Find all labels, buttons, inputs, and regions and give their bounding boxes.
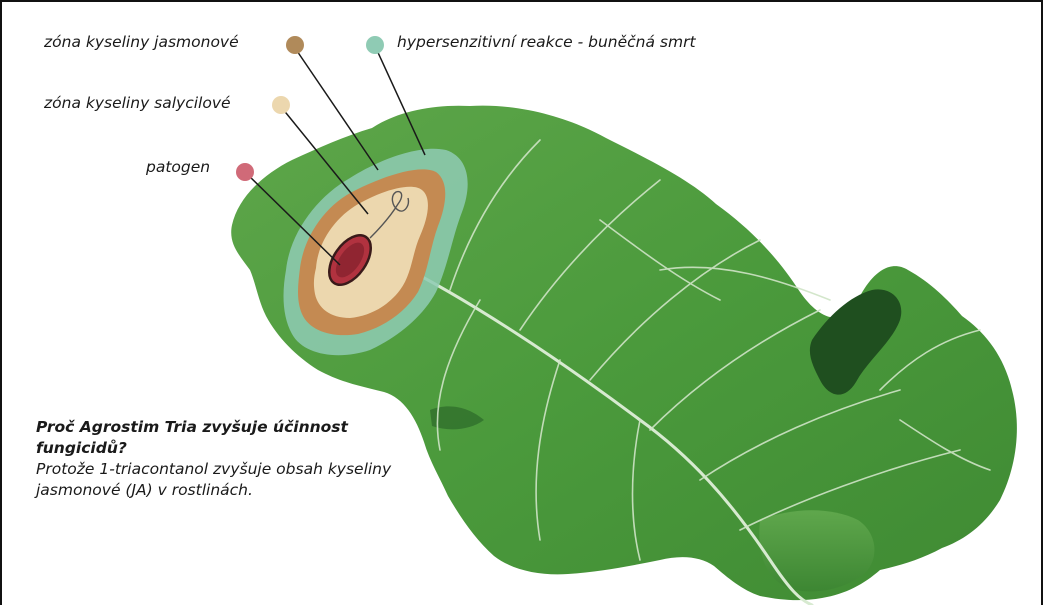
- dot-hypersensitive: [366, 36, 384, 54]
- label-jasmonic-zone: zóna kyseliny jasmonové: [44, 33, 239, 51]
- note-answer: Protože 1-triacontanol zvyšuje obsah kys…: [36, 459, 416, 501]
- dot-salicylic: [272, 96, 290, 114]
- label-hypersensitive: hypersenzitivní reakce - buněčná smrt: [397, 33, 696, 51]
- dot-pathogen: [236, 163, 254, 181]
- dot-jasmonic: [286, 36, 304, 54]
- note-question: Proč Agrostim Tria zvyšuje účinnost fung…: [36, 417, 416, 459]
- explanation-note: Proč Agrostim Tria zvyšuje účinnost fung…: [36, 417, 416, 501]
- label-salicylic-zone: zóna kyseliny salycilové: [44, 94, 231, 112]
- label-pathogen: patogen: [146, 158, 210, 176]
